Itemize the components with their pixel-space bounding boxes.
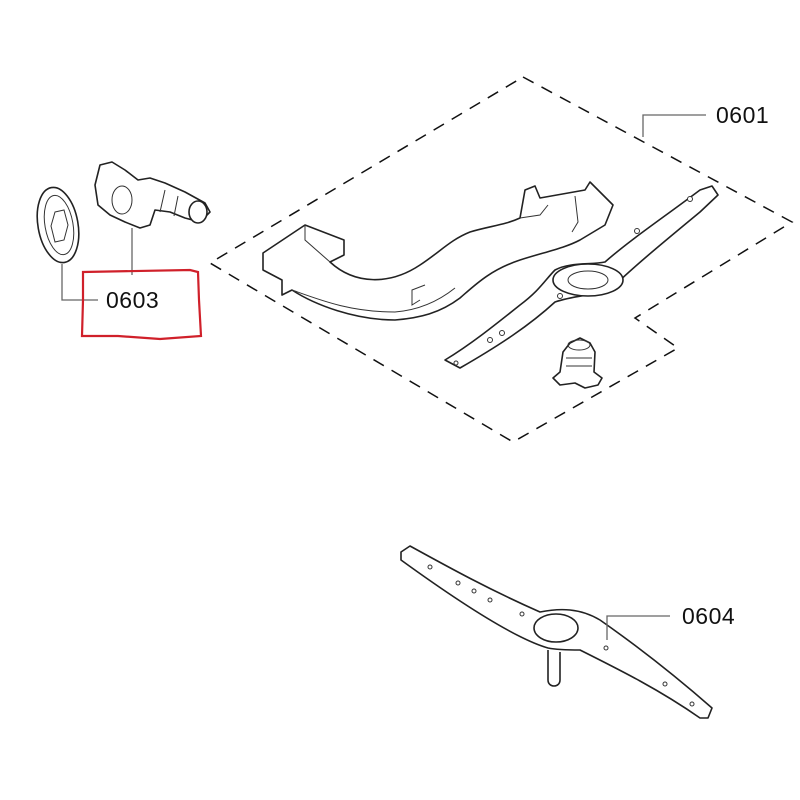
leader-line-0601	[642, 114, 706, 137]
seal-ring-part	[36, 186, 80, 264]
callout-label-0601: 0601	[716, 102, 770, 128]
inlet-elbow-part	[94, 161, 211, 229]
supply-pipe-part	[262, 181, 614, 321]
leader-line-0604	[606, 615, 670, 640]
lower-spray-arm-part	[400, 545, 713, 719]
callout-label-0603: 0603	[106, 287, 160, 313]
leader-line-0603-ring	[61, 264, 98, 301]
highlight-box-0603	[80, 268, 203, 341]
upper-spray-arm-part	[444, 185, 719, 369]
spray-arm-hub-part	[552, 337, 603, 389]
callout-label-0604: 0604	[682, 603, 736, 629]
group-0601-dashed-outline	[208, 76, 794, 443]
